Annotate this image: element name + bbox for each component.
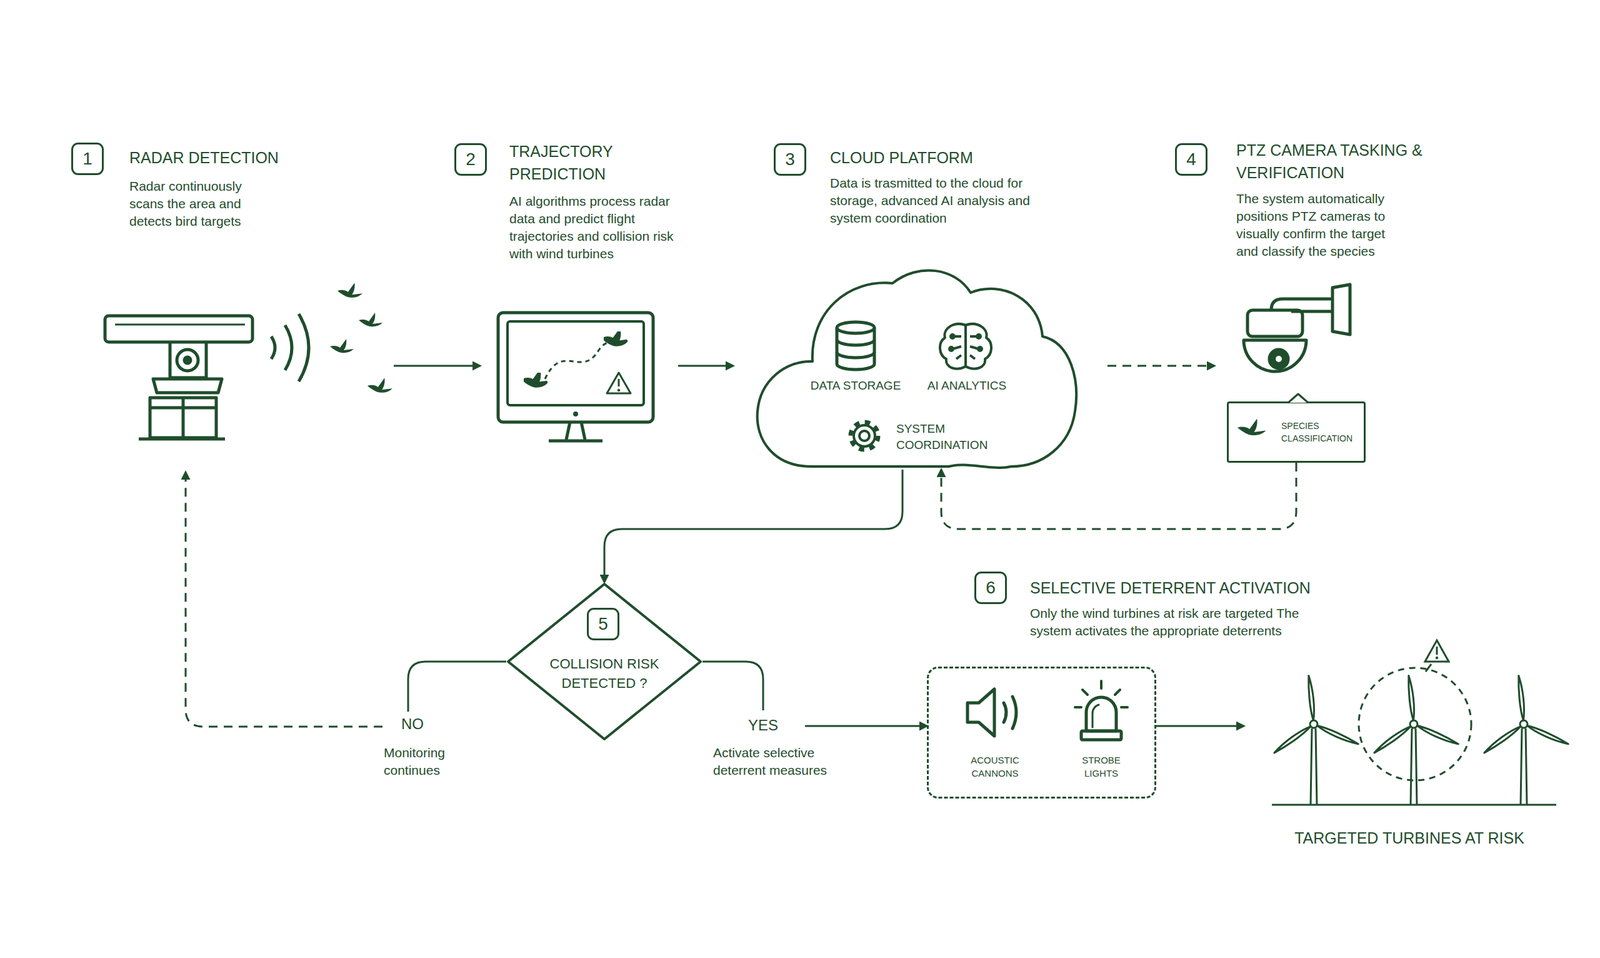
monitor-illustration xyxy=(498,312,654,441)
cloud-service-label: SYSTEM COORDINATION xyxy=(896,420,1009,454)
radar-illustration xyxy=(105,313,309,439)
connector-line xyxy=(393,365,480,367)
step-heading: CLOUD PLATFORM xyxy=(830,148,1080,167)
connector xyxy=(702,661,927,726)
branch-label: NO xyxy=(401,714,424,734)
step-group: RADAR DETECTION Radar continuously scans … xyxy=(68,140,394,472)
step-heading: SELECTIVE DETERRENT ACTIVATION xyxy=(1030,578,1380,597)
branch-label: YES xyxy=(748,715,779,735)
connector-line xyxy=(1156,725,1244,727)
strobe-icon xyxy=(1086,696,1117,731)
bird-flock xyxy=(330,282,393,392)
cloud-outline xyxy=(755,255,1078,470)
step-description: Only the wind turbines at risk are targe… xyxy=(1030,604,1330,640)
step-heading: PTZ CAMERA TASKING & VERIFICATION xyxy=(1236,138,1424,184)
step-description: Data is trasmitted to the cloud for stor… xyxy=(830,174,1040,227)
connector-line xyxy=(805,725,927,727)
connector xyxy=(1107,365,1215,367)
connector-line xyxy=(408,661,507,712)
branch-note: Activate selective deterrent measures xyxy=(713,743,848,779)
deterrent-icons xyxy=(928,668,1159,800)
step-number-box: 4 xyxy=(1175,143,1208,176)
step-heading: RADAR DETECTION xyxy=(129,148,380,167)
gear-icon xyxy=(850,421,879,450)
connector xyxy=(185,471,507,727)
brain-icon xyxy=(940,323,992,369)
connector xyxy=(941,462,1297,529)
step-group: PTZ CAMERA TASKING & VERIFICATIONThe sys… xyxy=(1214,140,1396,469)
step-number: 4 xyxy=(1176,145,1206,174)
decision-text: COLLISION RISK DETECTED ? xyxy=(535,653,674,693)
step-description: AI algorithms process radar data and pre… xyxy=(509,192,688,263)
step-number-box: 6 xyxy=(974,571,1007,604)
step-number-box: 3 xyxy=(773,143,807,176)
dashed-connector-line xyxy=(941,462,1297,529)
caption-label: TARGETED TURBINES AT RISK xyxy=(1243,828,1575,847)
ptz-camera-illustration xyxy=(1243,284,1350,372)
step-number: 5 xyxy=(588,609,618,639)
connector-line xyxy=(678,365,734,367)
step-number: 6 xyxy=(976,573,1005,602)
species-callout: SPECIES CLASSIFICATION xyxy=(1226,401,1366,463)
cloud-service-label: DATA STORAGE xyxy=(805,378,906,394)
step-description: Radar continuously scans the area and de… xyxy=(129,177,267,230)
step-number: 3 xyxy=(775,145,805,174)
bird-icon xyxy=(1237,418,1268,439)
connector-line xyxy=(702,661,764,710)
step-number: 1 xyxy=(73,144,102,174)
step-number: 2 xyxy=(456,145,485,174)
connector xyxy=(393,365,480,367)
connector xyxy=(1156,725,1244,727)
step-group: TRAJECTORY PREDICTIONAI algorithms proce… xyxy=(480,140,679,441)
connector xyxy=(678,365,734,367)
deterrent-label: STROBE LIGHTS xyxy=(1066,753,1136,780)
step-number-box: 5 xyxy=(586,607,620,640)
cloud-platform: DATA STORAGE AI ANALYTICS SYSTEM COORDINAT… xyxy=(755,255,1078,470)
speaker-icon xyxy=(967,688,995,736)
database-icon xyxy=(836,321,875,370)
turbine-illustration xyxy=(1271,640,1569,805)
connector-line xyxy=(604,469,903,582)
step-number-box: 2 xyxy=(454,143,487,176)
step-group: SELECTIVE DETERRENT ACTIVATIONOnly the w… xyxy=(926,568,1177,800)
callout-pointer xyxy=(1286,391,1310,404)
dashed-connector-line xyxy=(1107,365,1215,367)
cloud-service-label: AI ANALYTICS xyxy=(916,378,1017,394)
connector xyxy=(604,469,903,582)
deterrent-label: ACOUSTIC CANNONS xyxy=(957,753,1033,780)
branch-note: Monitoring continues xyxy=(383,743,465,779)
deterrent-group: ACOUSTIC CANNONS STROBE LIGHTS xyxy=(926,666,1157,799)
turbine-group: TARGETED TURBINES AT RISK xyxy=(1243,631,1575,857)
step-description: The system automatically positions PTZ c… xyxy=(1236,190,1405,260)
dashed-connector-line xyxy=(185,471,383,727)
step-number-box: 1 xyxy=(71,142,104,175)
decision-diamond: COLLISION RISK DETECTED ? 5 xyxy=(506,581,703,741)
step-heading: TRAJECTORY PREDICTION xyxy=(509,140,635,185)
species-label: SPECIES CLASSIFICATION xyxy=(1281,419,1375,445)
step-group: CLOUD PLATFORM Data is trasmitted to the … xyxy=(733,140,1108,472)
